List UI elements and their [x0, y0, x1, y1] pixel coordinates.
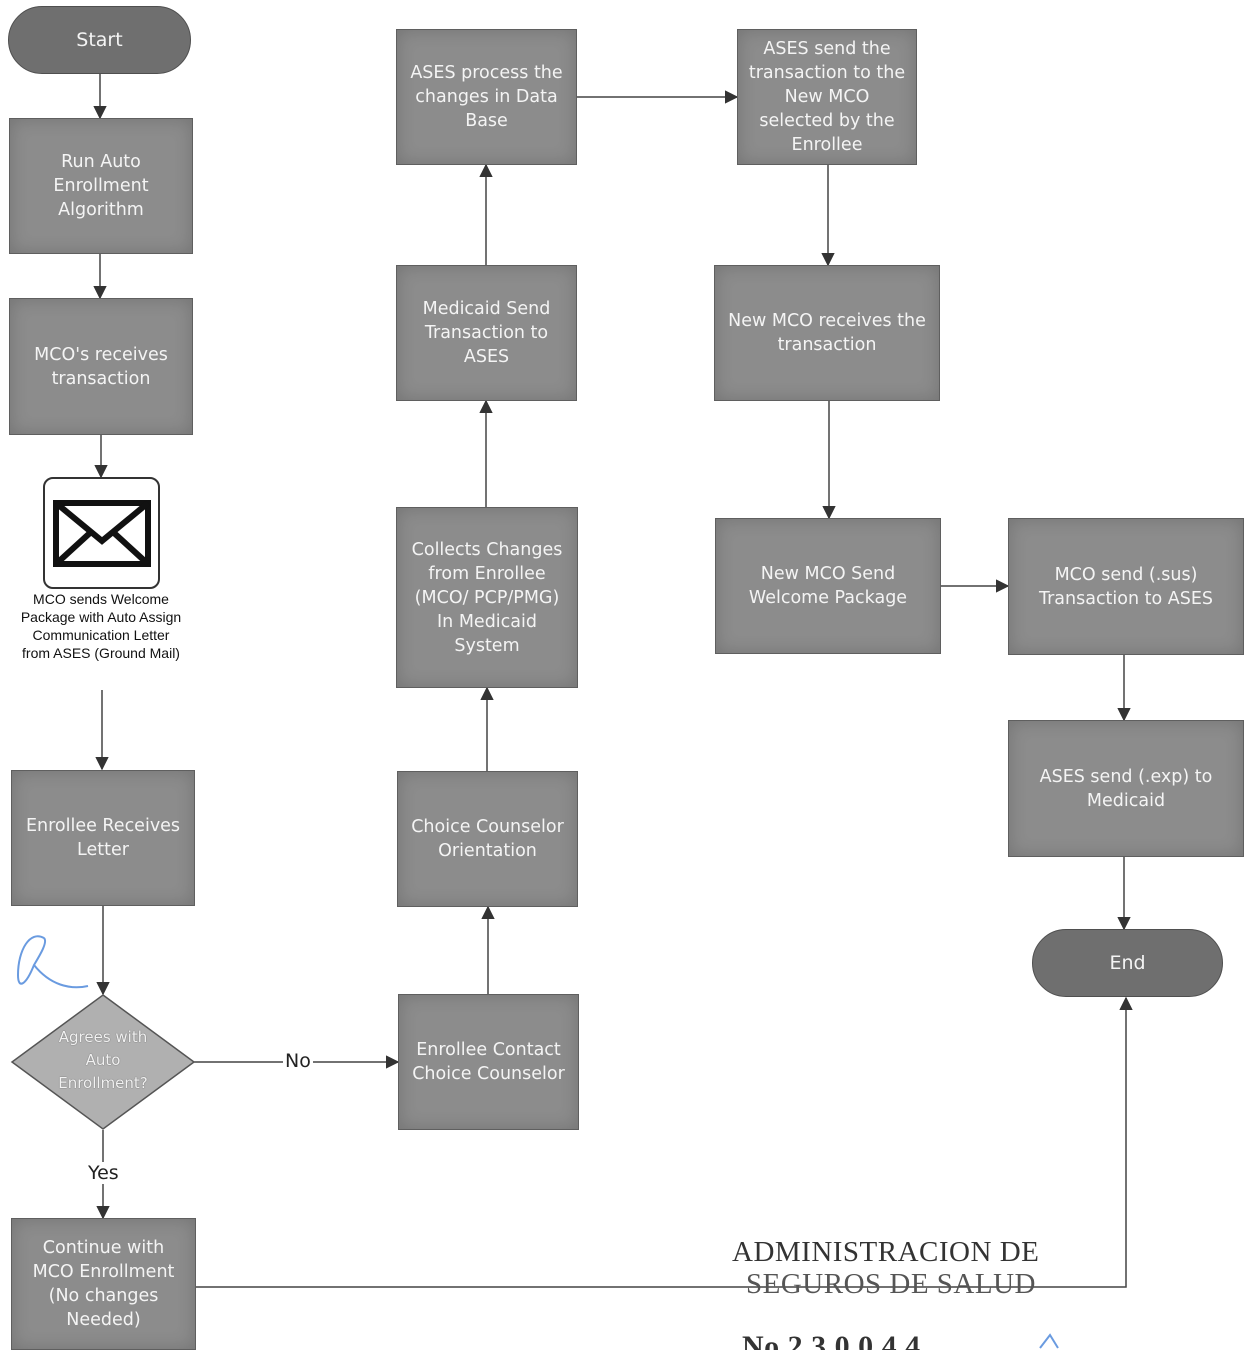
end-node: End	[1032, 929, 1223, 997]
ases-process-changes-box: ASES process the changes in Data Base	[396, 29, 577, 165]
decision-label: Agrees with Auto Enrollment?	[58, 1028, 148, 1092]
mail-caption: MCO sends Welcome Package with Auto Assi…	[20, 591, 182, 661]
enrollee-contact-counselor-box: Enrollee Contact Choice Counselor	[398, 994, 579, 1130]
medicaid-send-transaction-box: Medicaid Send Transaction to ASES	[396, 265, 577, 401]
stamp-number: No 2 3 0 0 4 4	[742, 1330, 921, 1350]
edge-continue-end	[196, 996, 1133, 1288]
mail-document	[43, 477, 160, 589]
stamp-line-2: SEGUROS DE SALUD	[746, 1268, 1036, 1300]
start-node: Start	[8, 6, 191, 74]
decision-diamond	[10, 994, 196, 1130]
no-label: No	[283, 1050, 313, 1072]
yes-label: Yes	[86, 1162, 121, 1184]
new-mco-receives-box: New MCO receives the transaction	[714, 265, 940, 401]
envelope-icon	[53, 500, 151, 567]
handwritten-mark	[1039, 1333, 1059, 1349]
mco-receives-transaction-box: MCO's receives transaction	[9, 298, 193, 435]
handwritten-initial	[16, 935, 89, 989]
ases-send-new-mco-box: ASES send the transaction to the New MCO…	[737, 29, 917, 165]
new-mco-welcome-box: New MCO Send Welcome Package	[715, 518, 941, 654]
enrollee-receives-letter-box: Enrollee Receives Letter	[11, 770, 195, 906]
continue-enrollment-box: Continue with MCO Enrollment (No changes…	[11, 1218, 196, 1350]
mco-send-sus-box: MCO send (.sus) Transaction to ASES	[1008, 518, 1244, 655]
run-auto-enrollment-box: Run Auto Enrollment Algorithm	[9, 118, 193, 254]
stamp-line-1: ADMINISTRACION DE	[732, 1236, 1040, 1268]
ases-send-exp-box: ASES send (.exp) to Medicaid	[1008, 720, 1244, 857]
collects-changes-box: Collects Changes from Enrollee (MCO/ PCP…	[396, 507, 578, 688]
counselor-orientation-box: Choice Counselor Orientation	[397, 771, 578, 907]
